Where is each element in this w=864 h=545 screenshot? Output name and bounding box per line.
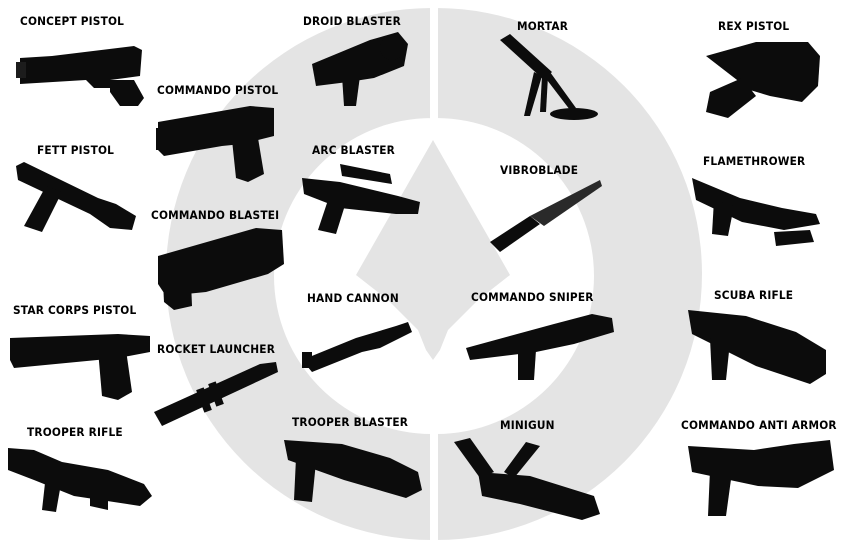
concept-pistol-icon <box>16 46 144 106</box>
weapon-label: FETT PISTOL <box>37 143 115 157</box>
commando-anti-armor-icon <box>688 440 834 516</box>
vibroblade-icon <box>490 180 602 252</box>
rex-pistol-icon <box>706 42 820 118</box>
weapon-label: HAND CANNON <box>307 291 399 305</box>
weapon-label: TROOPER RIFLE <box>27 425 123 439</box>
commando-pistol-icon <box>156 106 274 182</box>
weapon-label: VIBROBLADE <box>500 163 579 177</box>
trooper-rifle-icon <box>8 448 152 512</box>
weapon-label: COMMANDO BLASTEI <box>151 208 280 222</box>
flamethrower-icon <box>692 178 820 246</box>
weapon-label: CONCEPT PISTOL <box>20 14 125 28</box>
weapon-label: ARC BLASTER <box>312 143 396 157</box>
commando-blaster-icon <box>158 228 284 310</box>
weapon-label: REX PISTOL <box>718 19 790 33</box>
weapon-label: MINIGUN <box>500 418 555 432</box>
commando-sniper-icon <box>466 314 614 380</box>
mortar-icon <box>500 34 598 120</box>
arc-blaster-icon <box>302 164 420 234</box>
weapon-label: STAR CORPS PISTOL <box>13 303 137 317</box>
weapon-label: COMMANDO SNIPER <box>471 290 594 304</box>
scuba-rifle-icon <box>688 310 826 384</box>
weapon-label: FLAMETHROWER <box>703 154 806 168</box>
weapon-label: COMMANDO PISTOL <box>157 83 279 97</box>
droid-blaster-icon <box>312 32 408 106</box>
star-corps-pistol-icon <box>10 334 150 400</box>
weapon-label: SCUBA RIFLE <box>714 288 794 302</box>
trooper-blaster-icon <box>284 440 422 502</box>
rocket-launcher-icon <box>154 362 278 426</box>
weapon-label: MORTAR <box>517 19 569 33</box>
weapon-label: COMMANDO ANTI ARMOR <box>681 418 837 432</box>
weapon-label: TROOPER BLASTER <box>292 415 409 429</box>
minigun-icon <box>454 438 600 520</box>
weapon-label: DROID BLASTER <box>303 14 401 28</box>
fett-pistol-icon <box>16 162 136 232</box>
weapon-label: ROCKET LAUNCHER <box>157 342 276 356</box>
hand-cannon-icon <box>302 322 412 372</box>
